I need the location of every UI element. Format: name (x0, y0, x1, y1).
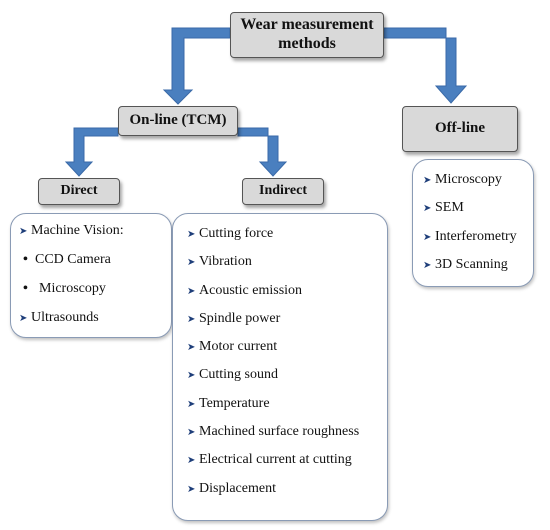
list-item: • CCD Camera (19, 252, 171, 281)
list-item: ➤Machine Vision: (19, 223, 171, 252)
arrow-online-to-direct (64, 127, 119, 177)
list-item: ➤Vibration (187, 254, 387, 282)
indirect-label: Indirect (259, 183, 307, 199)
list-item: ➤SEM (423, 200, 533, 228)
online-node: On-line (TCM) (118, 106, 238, 136)
root-node: Wear measurement methods (230, 12, 384, 58)
arrow-online-to-indirect (237, 127, 288, 177)
right-arrowhead-icon: ➤ (187, 370, 196, 382)
right-arrowhead-icon: ➤ (423, 259, 432, 271)
list-item: ➤Temperature (187, 396, 387, 424)
list-item: • Microscopy (19, 281, 171, 310)
offline-item-label: Interferometry (435, 228, 517, 244)
right-arrowhead-icon: ➤ (19, 226, 28, 237)
list-item: ➤Cutting sound (187, 367, 387, 395)
list-item: ➤Electrical current at cutting (187, 452, 387, 480)
right-arrowhead-icon: ➤ (187, 313, 196, 325)
list-item: ➤Machined surface roughness (187, 424, 387, 452)
root-title-line1: Wear measurement (240, 16, 374, 34)
right-arrowhead-icon: ➤ (187, 398, 196, 410)
arrow-root-to-online (162, 27, 231, 105)
right-arrowhead-icon: ➤ (187, 483, 196, 495)
offline-item-label: Microscopy (435, 172, 502, 187)
offline-label: Off-line (435, 120, 485, 137)
list-item: ➤Motor current (187, 339, 387, 367)
right-arrowhead-icon: ➤ (187, 285, 196, 297)
indirect-node: Indirect (242, 178, 324, 205)
list-item: ➤Displacement (187, 481, 387, 509)
indirect-item-label: Acoustic emission (199, 282, 303, 298)
indirect-item-label: Machined surface roughness (199, 424, 360, 440)
offline-item-label: SEM (435, 200, 464, 216)
indirect-item-label: Displacement (199, 480, 276, 496)
direct-item-label: Machine Vision: (31, 223, 124, 238)
right-arrowhead-icon: ➤ (423, 175, 432, 186)
arrow-root-to-offline (383, 27, 468, 104)
list-item: ➤Interferometry (423, 229, 533, 257)
bullet-dot-icon: • (23, 252, 28, 267)
offline-methods-panel: ➤Microscopy ➤SEM ➤Interferometry ➤3D Sca… (412, 159, 534, 287)
offline-item-label: 3D Scanning (435, 256, 508, 272)
direct-item-label: Ultrasounds (31, 310, 99, 325)
indirect-methods-panel: ➤Cutting force ➤Vibration ➤Acoustic emis… (172, 213, 388, 521)
indirect-item-label: Spindle power (199, 310, 281, 326)
indirect-item-label: Vibration (199, 254, 252, 270)
online-label: On-line (TCM) (129, 112, 227, 129)
offline-node: Off-line (402, 106, 518, 152)
list-item: ➤Acoustic emission (187, 283, 387, 311)
direct-node: Direct (38, 178, 120, 205)
direct-label: Direct (60, 183, 98, 199)
right-arrowhead-icon: ➤ (187, 257, 196, 269)
right-arrowhead-icon: ➤ (19, 313, 28, 324)
indirect-item-label: Cutting sound (199, 367, 278, 383)
root-title-line2: methods (278, 35, 336, 52)
bullet-dot-icon: • (23, 281, 28, 296)
indirect-item-label: Cutting force (199, 226, 274, 241)
direct-item-label: CCD Camera (35, 252, 111, 267)
right-arrowhead-icon: ➤ (187, 427, 196, 439)
direct-methods-panel: ➤Machine Vision: •CCD Camera •Microscopy… (10, 213, 172, 338)
right-arrowhead-icon: ➤ (187, 229, 196, 240)
list-item: ➤3D Scanning (423, 257, 533, 285)
right-arrowhead-icon: ➤ (423, 203, 432, 215)
indirect-item-label: Electrical current at cutting (199, 452, 352, 468)
list-item: ➤Cutting force (187, 226, 387, 254)
offline-methods-list: ➤Microscopy ➤SEM ➤Interferometry ➤3D Sca… (423, 172, 533, 285)
list-item: ➤Ultrasounds (19, 310, 171, 339)
indirect-item-label: Motor current (199, 339, 278, 355)
right-arrowhead-icon: ➤ (187, 342, 196, 354)
right-arrowhead-icon: ➤ (423, 231, 432, 243)
direct-item-label: Microscopy (39, 281, 106, 296)
list-item: ➤Spindle power (187, 311, 387, 339)
indirect-item-label: Temperature (199, 395, 270, 411)
direct-methods-list: ➤Machine Vision: •CCD Camera •Microscopy… (19, 223, 171, 339)
right-arrowhead-icon: ➤ (187, 455, 196, 467)
indirect-methods-list: ➤Cutting force ➤Vibration ➤Acoustic emis… (187, 226, 387, 509)
list-item: ➤Microscopy (423, 172, 533, 200)
